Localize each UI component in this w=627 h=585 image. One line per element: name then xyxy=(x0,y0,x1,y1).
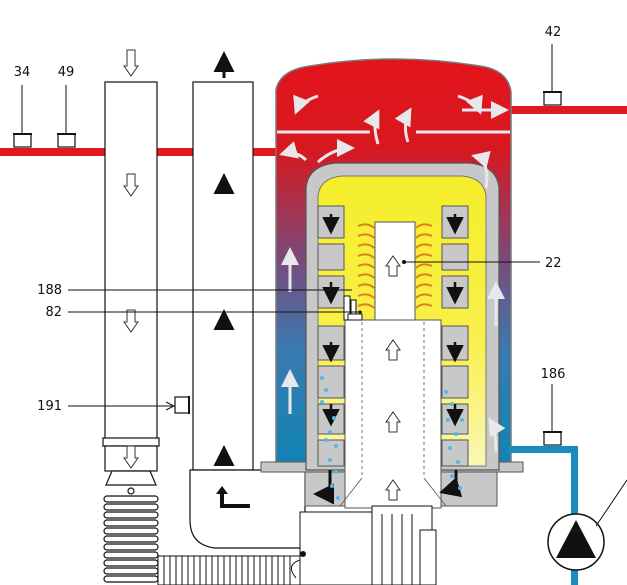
flames-right xyxy=(415,223,433,309)
label-34: 34 xyxy=(14,65,31,80)
electrode xyxy=(343,295,363,321)
flue-arrows xyxy=(322,214,464,427)
blower-assembly xyxy=(290,505,437,585)
exhaust-arrow-left xyxy=(313,470,334,505)
bellows-hose xyxy=(103,470,159,583)
fitting-191 xyxy=(174,396,190,414)
intake-duct xyxy=(104,81,158,443)
fitting-42 xyxy=(543,44,562,106)
exhaust-elbow xyxy=(189,469,306,549)
exchanger-right xyxy=(441,205,469,467)
burner-flow-arrows xyxy=(385,255,401,501)
fitting-186 xyxy=(543,384,562,446)
exhaust-duct xyxy=(192,81,254,471)
label-186: 186 xyxy=(541,367,566,382)
water-flow-arrows xyxy=(279,94,509,453)
leader-lines xyxy=(68,261,540,407)
fitting-49 xyxy=(57,85,76,148)
exchanger-left xyxy=(317,205,345,467)
label-191: 191 xyxy=(37,399,62,414)
exhaust-arrow-right xyxy=(439,470,463,498)
elbow-flow-arrow xyxy=(220,492,250,508)
flames-left xyxy=(357,223,375,309)
hot-water-pipe-right xyxy=(508,106,627,114)
fitting-34 xyxy=(13,85,32,148)
circulation-pump xyxy=(547,513,605,571)
label-82: 82 xyxy=(45,305,62,320)
label-188: 188 xyxy=(37,283,62,298)
label-49: 49 xyxy=(58,65,75,80)
condensate-droplets xyxy=(320,376,464,500)
label-42: 42 xyxy=(545,25,562,40)
corrugated-hose xyxy=(157,555,309,585)
intake-flow-arrows xyxy=(123,49,139,469)
label-22: 22 xyxy=(545,256,562,271)
pump-leader xyxy=(595,479,627,527)
